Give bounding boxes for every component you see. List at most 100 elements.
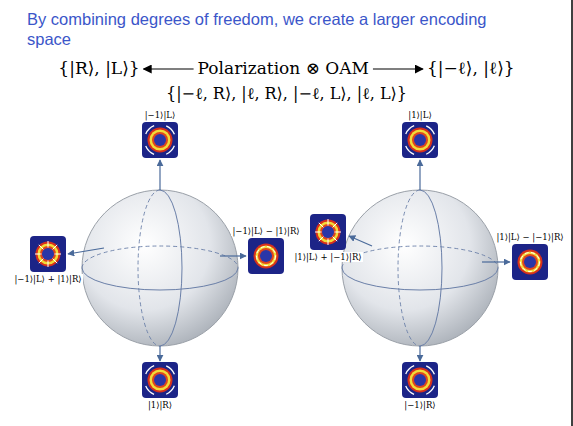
equator-back: [342, 246, 498, 268]
equation-term: {|−ℓ⟩, |ℓ⟩}: [427, 56, 515, 80]
slide-edge: [571, 0, 573, 426]
equation-row: {|R⟩, |L⟩}Polarization ⊗ OAM{|−ℓ⟩, |ℓ⟩}: [0, 56, 573, 80]
intensity-ring: [254, 244, 279, 269]
mode-image: [142, 122, 178, 158]
meridian-back: [138, 190, 160, 346]
intensity-ring: [258, 248, 274, 264]
mode-image: [402, 362, 438, 398]
mode-tile: |1⟩|L⟩: [402, 122, 438, 158]
polarization-tick: [53, 259, 58, 264]
mode-image: [248, 238, 284, 274]
polarization-arc: [142, 362, 178, 398]
polarization-arc: [142, 122, 178, 158]
mode-background: [402, 362, 438, 398]
polarization-tick: [333, 223, 338, 228]
axis-arrow: [68, 248, 104, 254]
mode-tile: |1⟩|R⟩: [142, 362, 178, 398]
mode-background: [402, 122, 438, 158]
equation-row: {|−ℓ, R⟩, |ℓ, R⟩, |−ℓ, L⟩, |ℓ, L⟩}: [0, 84, 573, 104]
equator-front: [342, 268, 498, 290]
mode-tile: |−1⟩|L⟩: [142, 122, 178, 158]
mode-background: [142, 362, 178, 398]
mode-image: [512, 244, 548, 280]
intensity-ring: [414, 374, 426, 386]
polarization-arc: [521, 253, 540, 272]
mode-image: [402, 122, 438, 158]
intensity-ring: [408, 368, 433, 393]
intensity-ring: [412, 132, 428, 148]
mode-background: [248, 238, 284, 274]
polarization-tick: [315, 232, 322, 233]
intensity-ring: [524, 256, 536, 268]
state-label: |−1⟩|L⟩: [144, 110, 177, 120]
mode-tile: |1⟩|L⟩ + |−1⟩|R⟩: [310, 214, 346, 250]
polarization-tick: [39, 259, 44, 264]
polarization-tick: [48, 241, 49, 248]
intensity-ring: [414, 134, 426, 146]
axis-arrow: [159, 346, 160, 361]
equation-term: Polarization ⊗ OAM: [198, 56, 369, 80]
intensity-ring: [256, 246, 277, 267]
intensity-ring: [152, 132, 168, 148]
state-label: |1⟩|L⟩ + |−1⟩|R⟩: [293, 252, 362, 262]
polarization-tick: [328, 219, 329, 226]
state-label: |−1⟩|R⟩: [403, 400, 436, 410]
polarization-arc: [402, 122, 438, 158]
intensity-ring: [410, 130, 431, 151]
state-label: |1⟩|L⟩: [407, 110, 432, 120]
mode-tile: |−1⟩|L⟩ + |1⟩|R⟩: [30, 236, 66, 272]
intensity-ring: [518, 250, 543, 275]
mode-background: [30, 236, 66, 272]
mode-background: [512, 244, 548, 280]
bloch-sphere: [68, 160, 246, 361]
polarization-tick: [39, 245, 44, 250]
polarization-tick: [319, 237, 324, 242]
intensity-ring: [412, 372, 428, 388]
polarization-tick: [335, 232, 342, 233]
meridian-front: [420, 190, 442, 346]
mode-tile: |1⟩|L⟩ − |−1⟩|R⟩: [512, 244, 548, 280]
equation-arrow: [373, 68, 423, 69]
axis-arrow: [220, 255, 246, 256]
axis-arrow: [159, 160, 160, 190]
sphere-body: [82, 190, 238, 346]
equator-front: [82, 268, 238, 290]
polarization-tick: [55, 254, 62, 255]
intensity-ring: [260, 250, 272, 262]
mode-image: [142, 362, 178, 398]
axis-arrow: [419, 346, 420, 361]
equator-back: [82, 246, 238, 268]
meridian-back: [398, 190, 420, 346]
intensity-ring: [36, 242, 61, 267]
state-label: |1⟩|R⟩: [147, 400, 173, 410]
polarization-tick: [53, 245, 58, 250]
intensity-ring: [154, 374, 166, 386]
intensity-ring: [150, 370, 171, 391]
polarization-tick: [328, 239, 329, 246]
polarization-tick: [333, 237, 338, 242]
mode-tile: |−1⟩|R⟩: [402, 362, 438, 398]
sphere-body: [342, 190, 498, 346]
polarization-tick: [319, 223, 324, 228]
bloch-sphere: [342, 160, 510, 361]
meridian-front: [160, 190, 182, 346]
polarization-tick: [35, 254, 42, 255]
intensity-ring: [322, 226, 334, 238]
intensity-ring: [42, 248, 54, 260]
intensity-ring: [522, 254, 538, 270]
equation-term: {|−ℓ, R⟩, |ℓ, R⟩, |−ℓ, L⟩, |ℓ, L⟩}: [166, 84, 407, 103]
axis-arrow: [349, 236, 372, 246]
axis-arrow: [482, 261, 510, 262]
intensity-ring: [154, 134, 166, 146]
mode-background: [310, 214, 346, 250]
intensity-ring: [148, 128, 173, 153]
intensity-ring: [316, 220, 341, 245]
mode-tile: |−1⟩|L⟩ − |1⟩|R⟩: [248, 238, 284, 274]
mode-image: [30, 236, 66, 272]
intensity-ring: [410, 370, 431, 391]
polarization-arc: [402, 362, 438, 398]
polarization-arc: [257, 247, 276, 266]
intensity-ring: [520, 252, 541, 273]
state-label: |−1⟩|L⟩ + |1⟩|R⟩: [13, 274, 82, 284]
